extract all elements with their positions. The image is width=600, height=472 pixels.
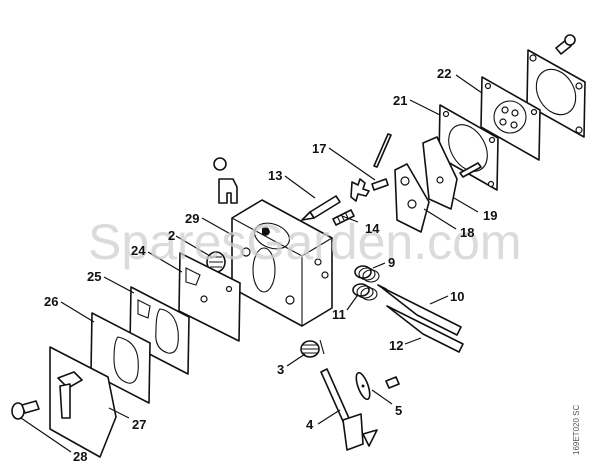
part-5-washer [355,371,400,401]
part-10-adjusting-screw [377,284,462,336]
callout-28: 28 [73,449,88,464]
callout-19: 19 [483,208,498,223]
callout-17: 17 [312,141,327,156]
cover-plate [526,49,586,138]
callout-24: 24 [131,243,146,258]
callout-11: 11 [332,307,346,322]
leader-lines [20,74,483,453]
carburetor-body [231,199,333,327]
part-21-gasket [438,104,499,191]
callout-3: 3 [277,362,285,377]
callout-14: 14 [365,221,380,236]
callout-18: 18 [460,225,475,240]
drawing-code: 169ET020 SC [572,404,581,455]
callout-22: 22 [437,66,452,81]
callout-12: 12 [389,338,404,353]
callout-27: 27 [132,417,147,432]
part-18-plate [394,163,430,233]
part-3-spring [300,339,325,358]
callout-9: 9 [388,255,396,270]
part-4-lever [320,368,378,451]
part-25-diaphragm [129,286,190,375]
part-22-diaphragm [480,76,541,161]
callout-25: 25 [87,269,102,284]
part-19-plate [422,136,458,210]
part-9-spring [354,265,380,283]
part-12-adjusting-screw [386,305,464,353]
screw-top-right [555,34,576,55]
callout-10: 10 [450,289,465,304]
callout-4: 4 [306,417,314,432]
callout-29: 29 [185,211,200,226]
part-24-gasket [178,252,241,342]
part-27-pump-cover [49,346,117,458]
callout-13: 13 [268,168,283,183]
callout-21: 21 [393,93,408,108]
part-11-spring [352,283,378,301]
callout-2: 2 [168,228,176,243]
bracket-screw [213,157,238,204]
callout-5: 5 [395,403,403,418]
part-17-pin [371,133,392,191]
part-13-needle [301,195,341,221]
callout-26: 26 [44,294,59,309]
part-28-screw [11,400,40,420]
star-lever [350,178,370,202]
part-14-spring [332,209,355,226]
